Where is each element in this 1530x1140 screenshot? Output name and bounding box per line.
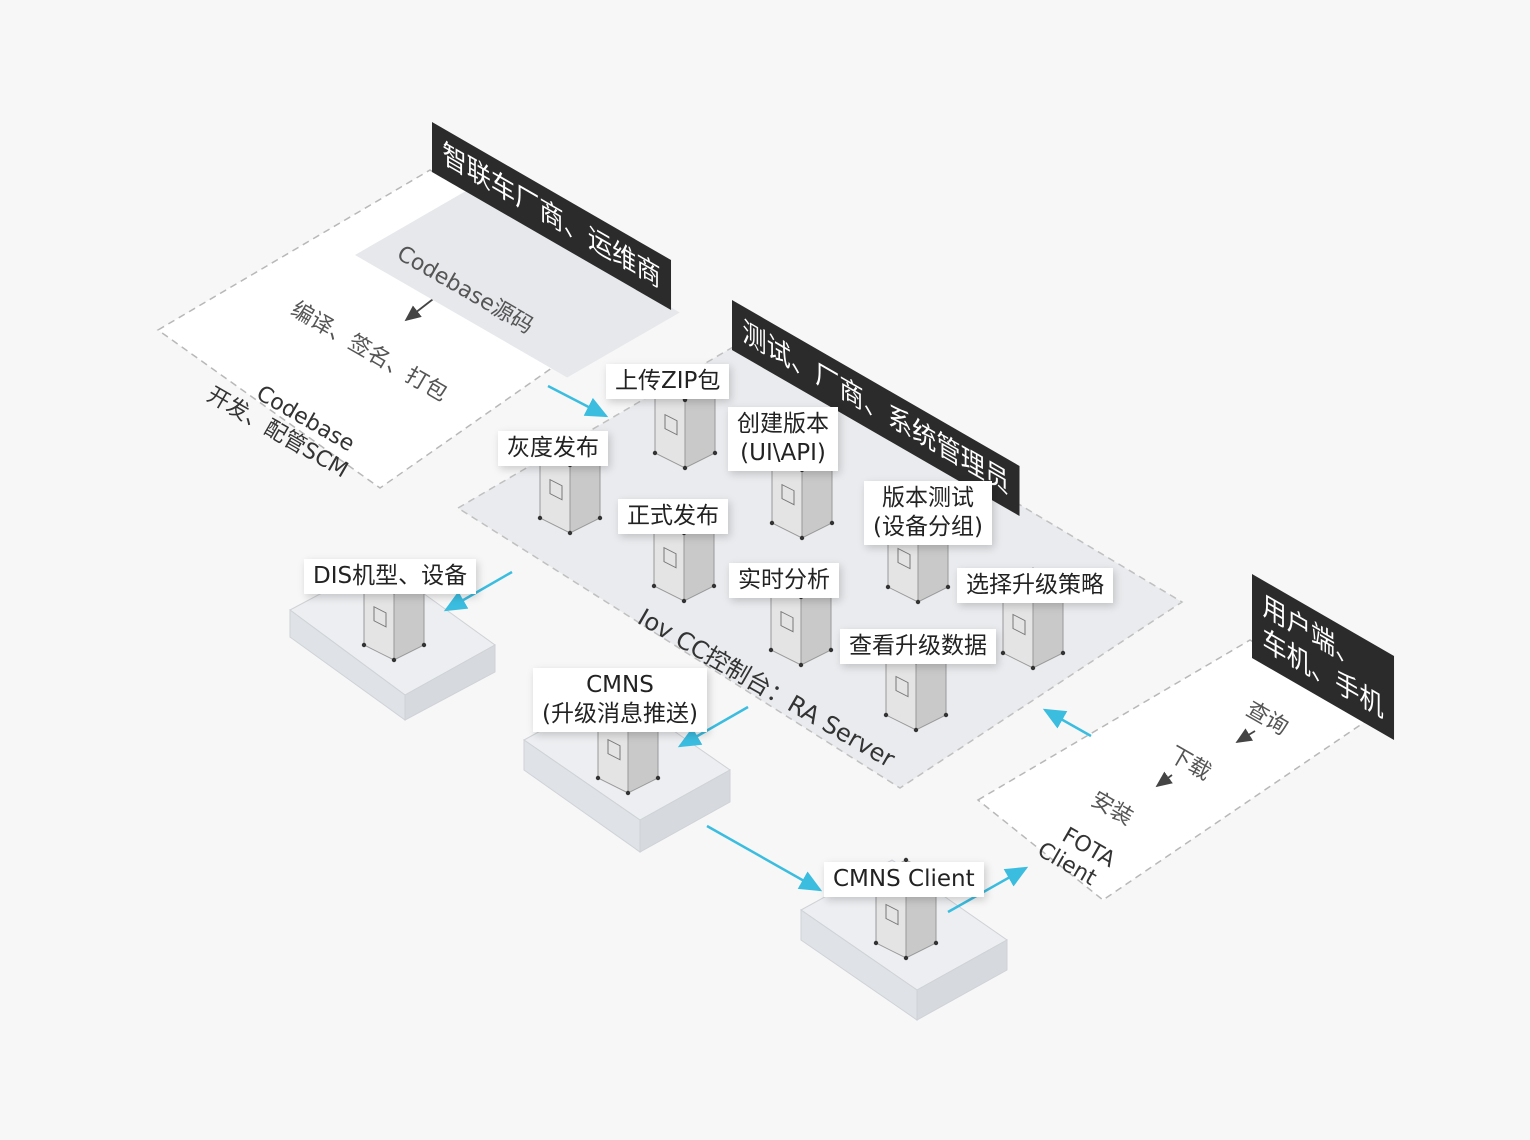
block-cmns-icon xyxy=(607,738,621,761)
label-version-test-line1: 版本测试 xyxy=(881,485,974,511)
label-dis: DIS机型、设备 xyxy=(304,559,477,594)
block-cmns-client-icon xyxy=(885,903,899,926)
label-create-version-line2: (UI\API) xyxy=(740,440,826,466)
arrow-codebase-to-server xyxy=(547,384,609,418)
block-formal-release-icon xyxy=(663,546,677,569)
arrow-cmns-to-client xyxy=(706,824,823,892)
label-gray-release: 灰度发布 xyxy=(498,431,608,466)
label-view-data: 查看升级数据 xyxy=(840,629,996,664)
arrow-source-to-build xyxy=(404,295,438,322)
arrow-server-to-cmns xyxy=(677,705,749,748)
block-realtime-analysis-icon xyxy=(780,610,794,633)
label-upload: 上传ZIP包 xyxy=(606,364,730,399)
label-version-test: 版本测试 (设备分组) xyxy=(864,481,992,545)
arrow-fota-to-server xyxy=(1042,708,1092,738)
label-realtime-analysis: 实时分析 xyxy=(729,563,839,598)
block-version-test-icon xyxy=(897,547,911,570)
label-create-version-line1: 创建版本 xyxy=(737,411,829,437)
label-choose-strategy: 选择升级策略 xyxy=(957,568,1113,603)
block-view-data-icon xyxy=(895,675,909,698)
label-create-version: 创建版本 (UI\API) xyxy=(728,407,838,471)
flow-arrows xyxy=(443,384,1092,914)
block-gray-release-icon xyxy=(549,478,563,501)
arrow-download-to-install xyxy=(1155,771,1173,788)
label-cmns-line2: (升级消息推送) xyxy=(542,701,698,727)
block-upload-icon xyxy=(664,413,678,436)
label-formal-release: 正式发布 xyxy=(618,499,728,534)
label-cmns-line1: CMNS xyxy=(586,672,654,698)
block-choose-strategy-icon xyxy=(1012,613,1026,636)
block-dis-icon xyxy=(373,606,387,628)
label-cmns-client: CMNS Client xyxy=(824,862,984,897)
arrow-server-to-dis xyxy=(443,570,513,612)
arrow-client-to-fota xyxy=(947,866,1029,914)
label-cmns: CMNS (升级消息推送) xyxy=(533,668,707,732)
arrow-query-to-download xyxy=(1235,728,1256,743)
block-create-version-icon xyxy=(781,483,795,506)
label-version-test-line2: (设备分组) xyxy=(873,514,983,540)
inner-arrows xyxy=(404,295,1256,788)
